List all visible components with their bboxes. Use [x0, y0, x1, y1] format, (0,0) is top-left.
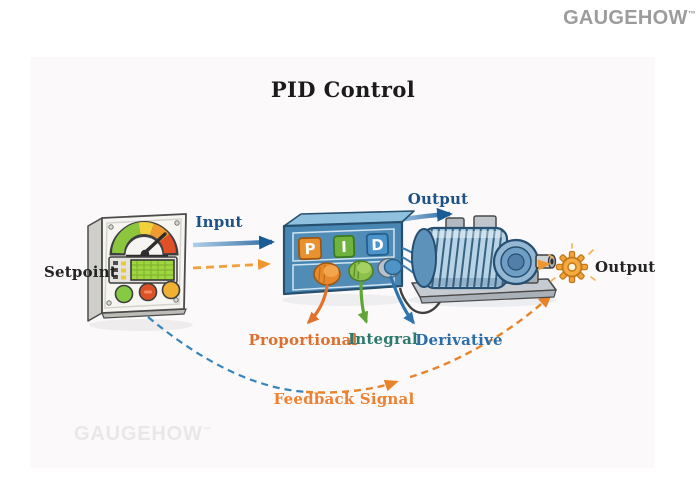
- setpoint-controller: [87, 213, 187, 322]
- lcd-display: [108, 256, 178, 284]
- derivative-arrow: [389, 275, 415, 325]
- gear-teeth: [555, 250, 589, 284]
- watermark-text: GAUGEHOW: [74, 423, 203, 445]
- pid-letter-p: P: [304, 240, 316, 258]
- gauge-green: [112, 222, 141, 254]
- brand-logo-text: GAUGEHOW: [563, 7, 688, 29]
- gear-hole: [567, 262, 577, 272]
- gauge-yellow: [138, 222, 154, 236]
- gauge-pivot: [140, 249, 150, 259]
- gauge: [109, 221, 179, 260]
- setpoint-screws: [106, 220, 180, 306]
- diagram-title: PID Control: [270, 77, 416, 102]
- gauge-orange: [149, 223, 170, 243]
- setpoint-shadow: [89, 319, 193, 331]
- proportional-arrow: [306, 284, 329, 325]
- knob-proportional: [313, 262, 341, 286]
- gear-sparkles: [548, 243, 596, 282]
- pid-letter-i: I: [341, 238, 347, 256]
- watermark-trademark: ™: [202, 425, 212, 435]
- pid-button-d: D: [365, 232, 390, 257]
- output-right-label: Output: [595, 258, 656, 276]
- pid-box-shadow: [282, 294, 406, 306]
- motor: [411, 215, 557, 304]
- feedback-curve-blue: [147, 316, 307, 394]
- feedback-curve: [147, 293, 553, 394]
- brand-trademark: ™: [687, 9, 696, 19]
- motor-shaft-hole: [550, 258, 554, 265]
- motor-sheen: [427, 231, 503, 238]
- setpoint-buttons: [114, 280, 181, 304]
- setpoint-label: Setpoint: [44, 263, 117, 281]
- motor-platform-edge: [419, 289, 557, 304]
- feedback-curve-orange-mid: [305, 379, 399, 394]
- input-label: Input: [195, 213, 243, 231]
- pid-button-p: P: [297, 236, 323, 261]
- gear-icon: [548, 243, 596, 284]
- green-button: [114, 284, 134, 304]
- pid-letter-d: D: [371, 236, 384, 254]
- gauge-red: [159, 234, 176, 254]
- input-arrow: [192, 235, 275, 250]
- motor-shade: [427, 278, 505, 286]
- red-button-mark: [144, 290, 152, 294]
- feedback-label: Feedback Signal: [273, 390, 415, 408]
- shaft-output-arrow: [537, 259, 551, 271]
- pid-controller: P I D: [282, 210, 415, 296]
- pid-button-i: I: [332, 234, 356, 259]
- motor-bell-inner: [507, 253, 525, 271]
- lcd-grid: [132, 261, 173, 279]
- knob-derivative: [377, 257, 403, 279]
- integral-label: Integral: [348, 330, 418, 348]
- power-cable: [398, 287, 446, 315]
- integral-arrow: [357, 281, 369, 324]
- setpoint-bevel: [104, 218, 182, 309]
- motor-endcap: [411, 228, 437, 288]
- feedback-curve-orange-end: [409, 293, 553, 379]
- output-top-label: Output: [407, 190, 469, 208]
- knob-integral: [348, 260, 374, 282]
- derivative-label: Derivative: [415, 331, 503, 349]
- watermark: GAUGEHOW™: [74, 423, 211, 446]
- setpoint-dashed-arrow: [192, 259, 271, 271]
- proportional-label: Proportional: [248, 331, 358, 349]
- yellow-button: [161, 280, 181, 300]
- brand-logo: GAUGEHOW™: [563, 7, 696, 30]
